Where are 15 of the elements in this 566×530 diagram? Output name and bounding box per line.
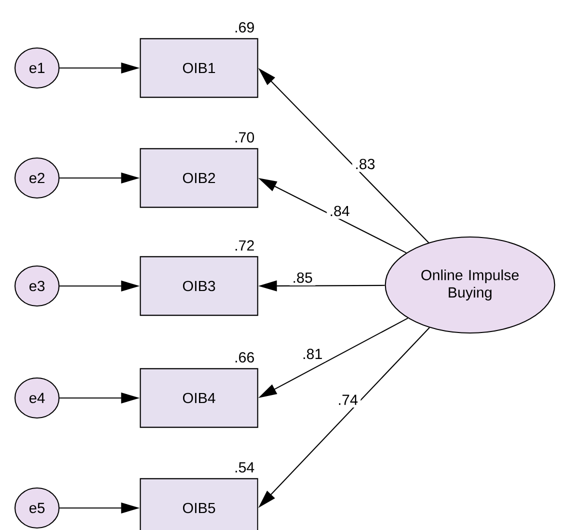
edge-label: .85 [290,270,316,286]
loading-value: .54 [236,462,254,473]
indicator-box: OIB4 [140,368,258,428]
indicator-box: OIB5 [140,478,258,530]
loading-value: .70 [236,132,254,143]
loading-value: .69 [236,22,254,33]
indicator-box: OIB1 [140,38,258,98]
indicator-box: OIB3 [140,256,258,316]
edge-label: .81 [300,346,326,362]
edge-label: .83 [352,156,378,172]
edge-label: .74 [334,392,361,408]
edge-label: .84 [326,203,352,219]
loading-value: .72 [236,240,254,251]
indicator-box: OIB2 [140,148,258,208]
loading-value: .66 [236,352,254,363]
